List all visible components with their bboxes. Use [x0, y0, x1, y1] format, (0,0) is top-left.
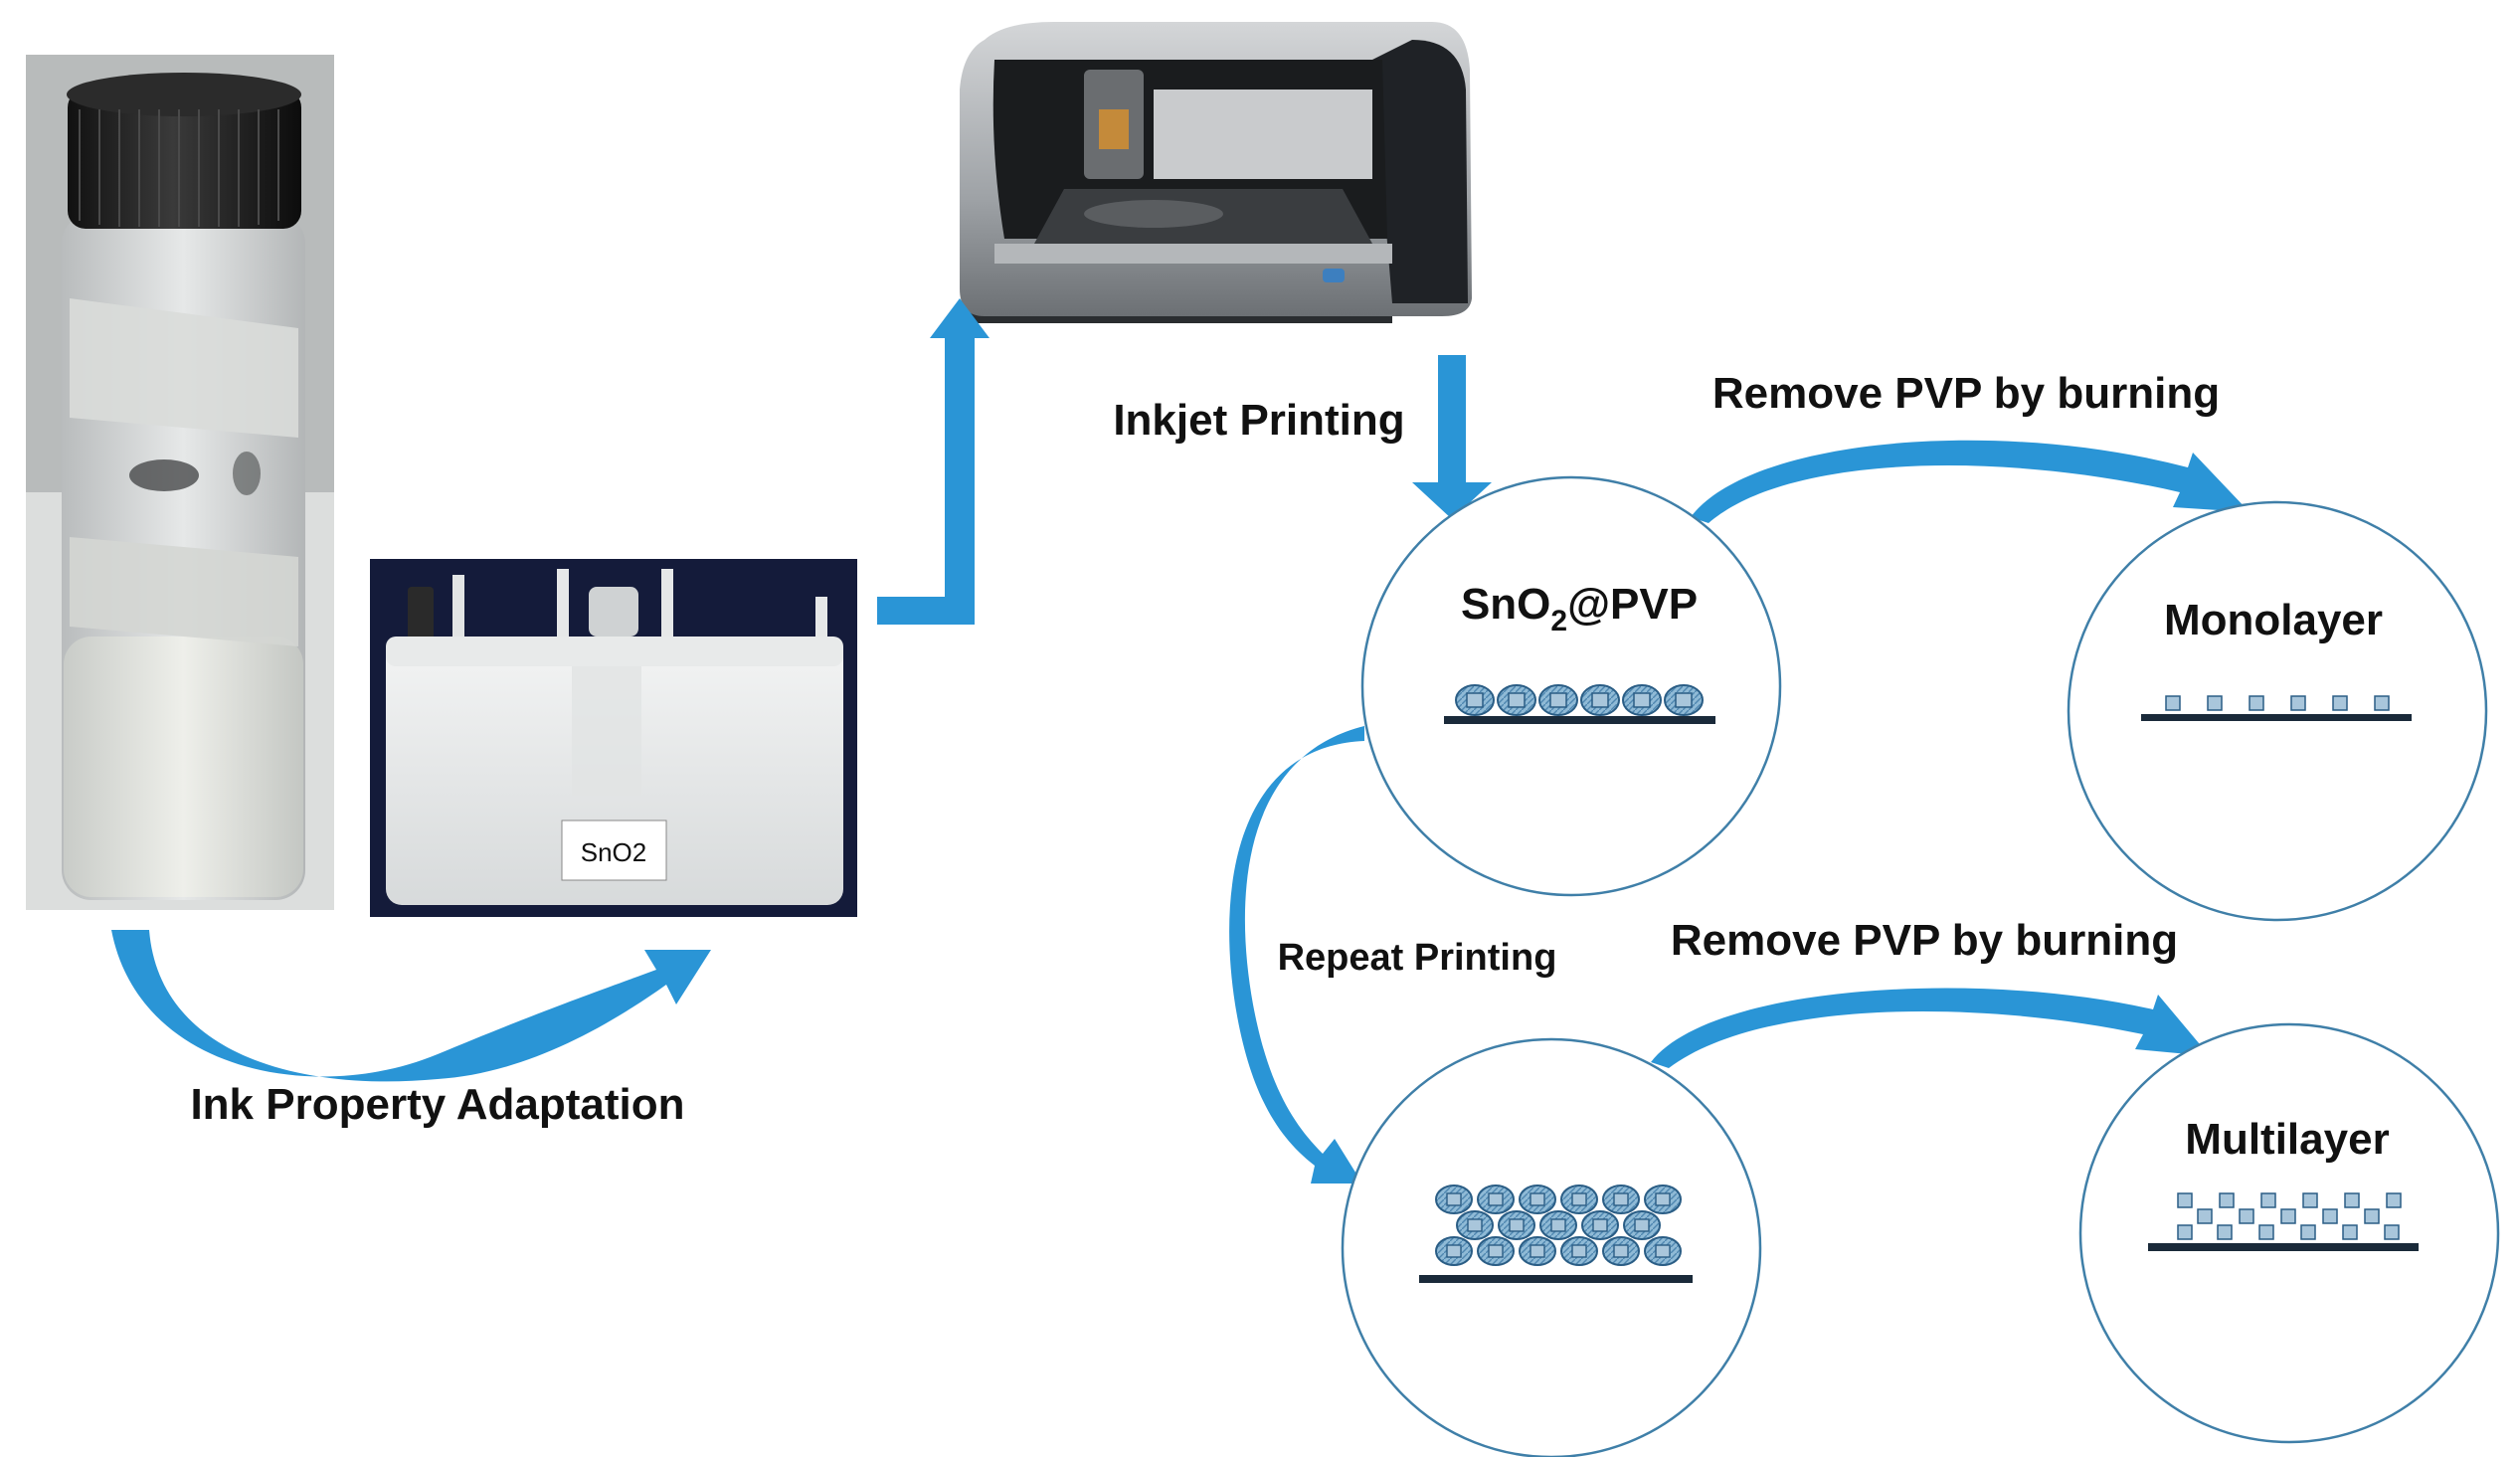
- sno2-pvp-layer: [1444, 684, 1715, 724]
- arrow-remove-pvp-top: [1691, 440, 2250, 523]
- cartridge-photo: SnO2: [370, 559, 857, 917]
- arrow-inkjet-down: [1412, 355, 1492, 519]
- vial-photo: [26, 55, 334, 910]
- printer-photo: [960, 22, 1472, 323]
- label-remove-pvp-bottom: Remove PVP by burning: [1671, 916, 2178, 965]
- label-sno2-pvp-subscript: 2: [1550, 605, 1567, 637]
- arrow-to-printer: [877, 298, 990, 625]
- label-remove-pvp-top: Remove PVP by burning: [1712, 369, 2220, 418]
- label-repeat-printing: Repeat Printing: [1278, 937, 1557, 979]
- arrow-remove-pvp-bottom: [1651, 988, 2210, 1068]
- circle-sno2-pvp: [1360, 475, 1782, 897]
- substrate: [2148, 1243, 2419, 1251]
- label-monolayer: Monolayer: [2164, 596, 2383, 644]
- arrows: [111, 298, 2250, 1184]
- label-ink-property-adaptation: Ink Property Adaptation: [190, 1080, 684, 1129]
- substrate: [2141, 714, 2412, 721]
- substrate: [1444, 716, 1715, 724]
- substrate: [1419, 1275, 1693, 1283]
- cartridge-label: SnO2: [581, 837, 647, 867]
- particle-row: [1455, 684, 1704, 716]
- circle-multilayer: [2078, 1022, 2500, 1444]
- particle-stack: [1435, 1184, 1682, 1266]
- label-sno2-pvp-tail: @PVP: [1567, 580, 1698, 629]
- arrow-ink-adaptation: [111, 930, 711, 1082]
- label-sno2-pvp-main: SnO: [1461, 580, 1550, 629]
- multilayer-printed-layer: [1419, 1184, 1693, 1283]
- monolayer-layer: [2141, 695, 2412, 721]
- label-multilayer: Multilayer: [2185, 1115, 2389, 1164]
- label-inkjet-printing: Inkjet Printing: [1113, 396, 1404, 445]
- circle-monolayer: [2067, 500, 2488, 922]
- multilayer-layer: [2148, 1192, 2419, 1251]
- label-sno2-pvp: SnO2@PVP: [1461, 580, 1698, 637]
- arrow-repeat-printing: [1229, 726, 1364, 1184]
